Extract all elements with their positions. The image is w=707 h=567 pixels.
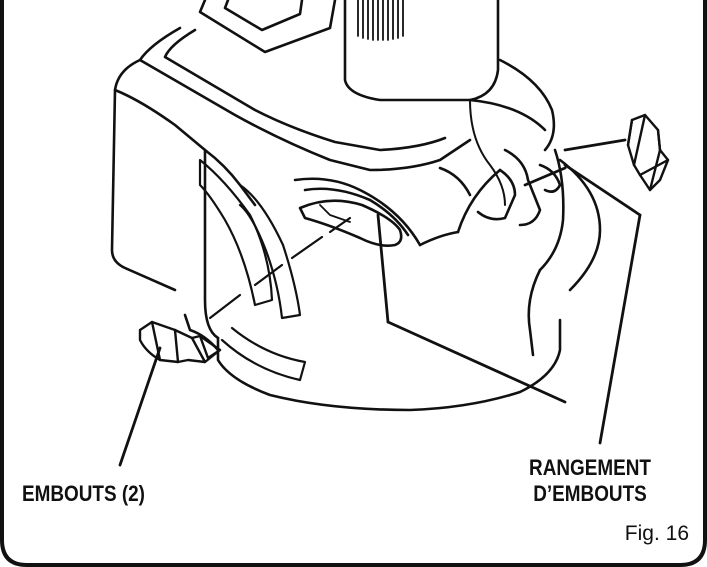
bit-storage-slot [293, 148, 562, 247]
leader-storage-right [563, 163, 642, 217]
screwdriver-bit-icon [626, 113, 670, 192]
bit-storage-label-line1: RANGEMENT [529, 455, 651, 480]
leader-lines [118, 138, 642, 467]
leader-to-label-left [386, 320, 567, 404]
leader-storage-left [376, 213, 390, 324]
bit-storage-label-line2: D’EMBOUTS [533, 481, 647, 506]
battery-panels [198, 158, 307, 382]
leader-to-label-right [598, 213, 642, 445]
leader-top-bit [563, 138, 627, 152]
leader-storage-side [523, 166, 567, 187]
bits-callout-label: EMBOUTS (2) [22, 481, 145, 506]
drill-handle [343, 0, 506, 206]
grip-ridges [357, 0, 404, 41]
screwdriver-bit-icon [138, 320, 222, 364]
figure-number: Fig. 16 [624, 522, 689, 545]
battery-top [138, 0, 556, 172]
bit-storage-callout-label: RANGEMENT D’EMBOUTS [513, 455, 668, 507]
leader-bits [118, 346, 162, 467]
battery-body [110, 58, 602, 412]
insertion-path [208, 216, 352, 320]
